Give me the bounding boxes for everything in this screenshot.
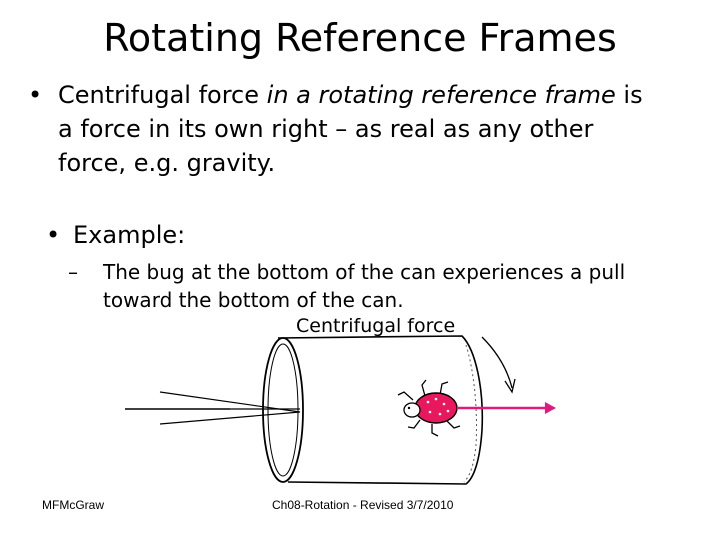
footer-author: MFMcGraw <box>42 498 104 512</box>
sub-bullet-marker: – <box>68 260 78 284</box>
slide-title: Rotating Reference Frames <box>103 16 617 60</box>
sub-bullet-text: The bug at the bottom of the can experie… <box>103 260 626 312</box>
bug-icon <box>397 379 461 437</box>
bullet-text-part: is a force in its own right – as real as… <box>58 81 643 177</box>
rotation-arrow <box>481 336 516 394</box>
bullet-text: Centrifugal force in a rotating referenc… <box>58 78 658 180</box>
can-body <box>277 335 484 485</box>
footer-source: Ch08-Rotation - Revised 3/7/2010 <box>272 498 454 512</box>
bullet-marker: • <box>28 81 43 109</box>
label-pointer <box>476 336 508 378</box>
bullet-text-italic: in a rotating reference frame <box>259 81 616 109</box>
rotation-axis <box>125 391 301 425</box>
bullet-marker: • <box>46 221 61 249</box>
centrifugal-force-label: Centrifugal force <box>296 315 456 337</box>
bullet-text: Example: <box>73 221 186 249</box>
centrifugal-force-arrow <box>457 402 556 414</box>
bullet-text-part: Centrifugal force <box>58 81 260 109</box>
